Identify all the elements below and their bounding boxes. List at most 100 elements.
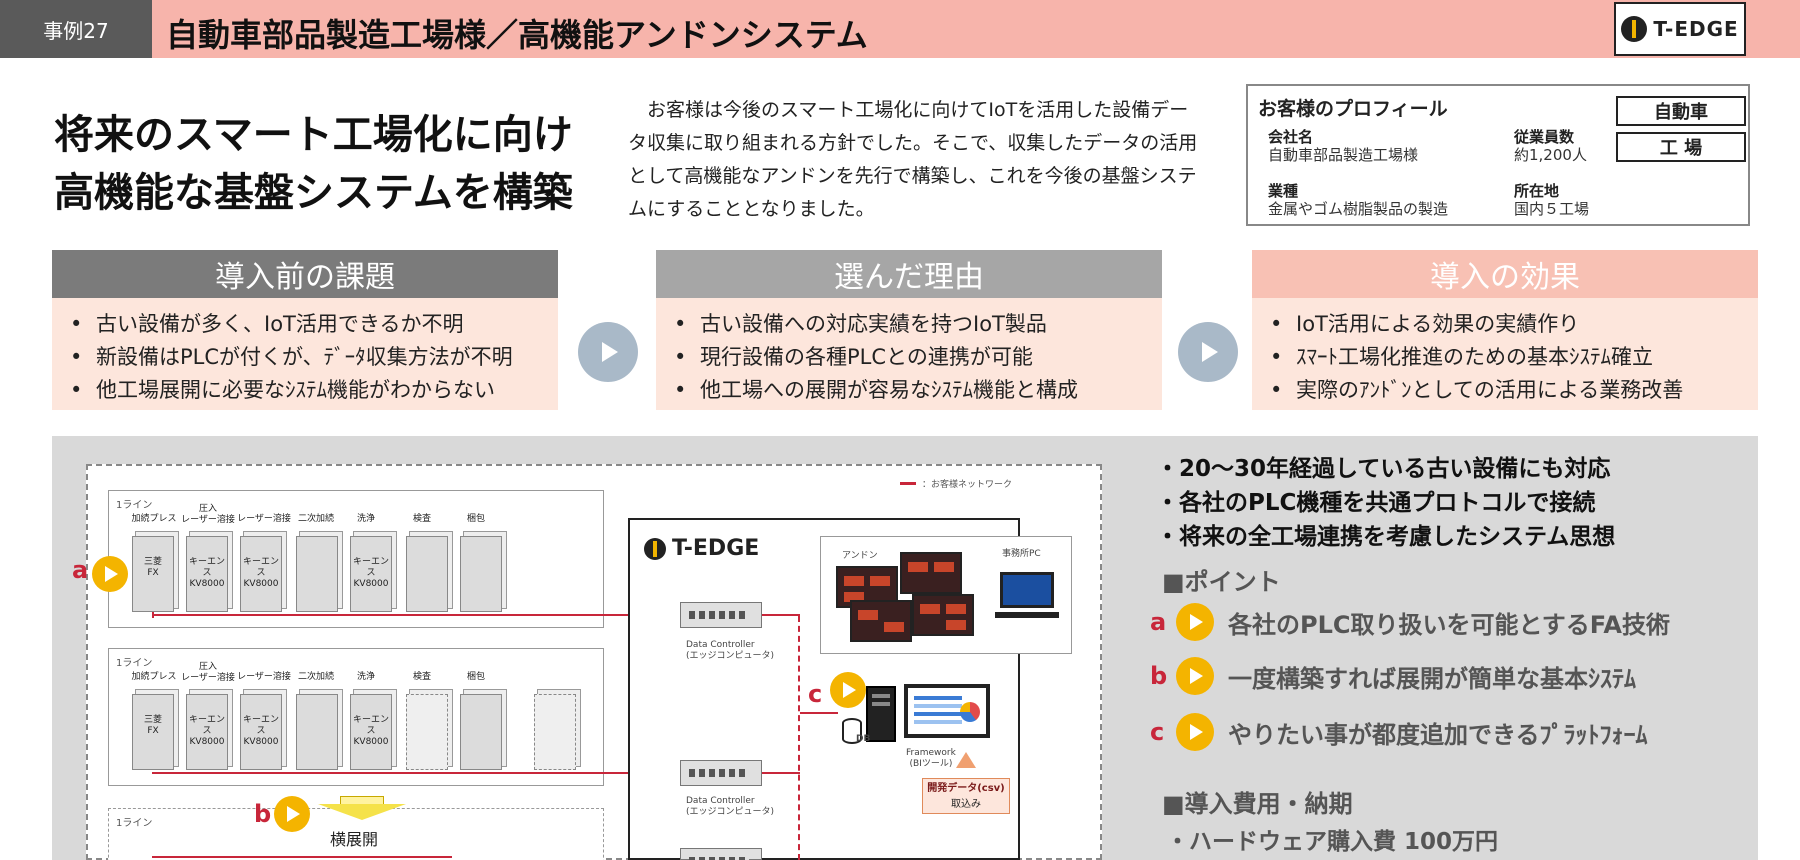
process-label: 検査: [412, 672, 431, 682]
process-label: 洗浄: [356, 514, 375, 524]
expand-label: 横展開: [330, 830, 379, 849]
process-label: 圧入 レーザー溶接: [181, 662, 235, 683]
point-text: 一度構築すれば展開が簡単な基本ｼｽﾃﾑ: [1228, 664, 1636, 693]
point-item-c: c やりたい事が都度追加できるﾌﾟﾗｯﾄﾌｫｰﾑ: [1150, 710, 1648, 754]
list-item: IoT活用による効果の実績作り: [1270, 308, 1758, 341]
process-label: 検査: [412, 514, 431, 524]
system-logo: T-EDGE: [644, 536, 759, 561]
point-text: 各社のPLC取り扱いを可能とするFA技術: [1228, 610, 1670, 639]
location-label: 所在地: [1514, 182, 1560, 200]
andon-monitor-icon: [850, 600, 912, 642]
headline: 将来のスマート工場化に向け 高機能な基盤システムを構築: [54, 106, 573, 222]
network-line: [152, 772, 672, 774]
process-label: 梱包: [466, 672, 485, 682]
employees-value: 約1,200人: [1514, 146, 1587, 164]
network-link: [762, 614, 800, 616]
andon-label: アンドン: [842, 551, 878, 561]
network-link: [798, 616, 800, 860]
before-issues-list: 古い設備が多く、IoT活用できるか不明 新設備はPLCが付くが、ﾃﾞｰﾀ収集方法…: [52, 298, 558, 410]
machine: [406, 536, 448, 612]
machine-planned: [406, 694, 448, 770]
import-arrow-icon: [956, 752, 976, 768]
framework-monitor-icon: [904, 684, 990, 738]
line-label: 1ライン: [116, 500, 153, 511]
csv-label: 開発データ(csv): [927, 783, 1005, 794]
line-label: 1ライン: [116, 658, 153, 669]
machine: [460, 694, 502, 770]
point-letter: c: [1150, 718, 1165, 746]
machine: キーエンス KV8000: [186, 694, 228, 770]
machine: 三菱 FX: [132, 536, 174, 612]
logo-mark-icon: [1621, 16, 1648, 42]
laptop-base: [995, 612, 1059, 618]
list-item: ｽﾏｰﾄ工場化推進のための基本ｼｽﾃﾑ確立: [1270, 341, 1758, 374]
list-item: 他工場展開に必要なｼｽﾃﾑ機能がわからない: [70, 374, 558, 407]
andon-monitor-icon: [900, 552, 962, 594]
badge-letter: b: [254, 800, 272, 828]
list-item: 古い設備への対応実績を持つIoT製品: [674, 308, 1162, 341]
logo-mark-icon: [644, 537, 666, 560]
company-label: 会社名: [1268, 128, 1314, 146]
dashboard-pie: [960, 702, 980, 722]
cost-heading: ■導入費用・納期: [1162, 790, 1353, 818]
csv-sub-label: 取込み: [951, 799, 981, 810]
case-number-tag: 事例27: [0, 0, 152, 58]
laptop-icon: [1000, 572, 1054, 608]
industry-tag-automotive: 自動車: [1616, 96, 1746, 126]
system-logo-text: T-EDGE: [672, 536, 760, 561]
machine: キーエンス KV8000: [240, 694, 282, 770]
play-badge-icon: [1176, 657, 1214, 695]
machine: [460, 536, 502, 612]
machine: [296, 694, 338, 770]
controller-label: Data Controller (エッジコンピュータ): [686, 796, 775, 817]
point-a-icon: [92, 556, 128, 592]
machine: 三菱 FX: [132, 694, 174, 770]
point-letter: a: [1150, 608, 1167, 636]
process-label: 梱包: [466, 514, 485, 524]
process-label: 圧入 レーザー溶接: [181, 504, 235, 525]
expand-arrow-head: [318, 804, 406, 820]
expand-arrow-icon: [318, 796, 406, 820]
badge-letter: c: [808, 680, 823, 708]
points-heading: ■ポイント: [1162, 568, 1281, 596]
process-label: 加続プレス: [131, 672, 177, 682]
machine-planned: [534, 694, 576, 770]
network-legend: ：お客様ネットワーク: [900, 477, 1012, 490]
machine: キーエンス KV8000: [350, 694, 392, 770]
machine: [296, 536, 338, 612]
data-controller: [680, 760, 762, 786]
employees-label: 従業員数: [1514, 128, 1575, 146]
list-item: 新設備はPLCが付くが、ﾃﾞｰﾀ収集方法が不明: [70, 341, 558, 374]
headline-line-1: 将来のスマート工場化に向け: [54, 112, 573, 158]
badge-letter: a: [72, 556, 89, 584]
reasons-header: 選んだ理由: [656, 250, 1162, 298]
feature-item: ・20～30年経過している古い設備にも対応: [1156, 456, 1611, 482]
next-arrow-icon: [1178, 322, 1238, 382]
customer-profile: お客様のプロフィール 会社名 自動車部品製造工場様 従業員数 約1,200人 業…: [1246, 84, 1750, 226]
play-badge-icon: [1176, 713, 1214, 751]
point-letter: b: [1150, 662, 1168, 690]
data-controller: [680, 602, 762, 628]
network-line: [152, 856, 452, 858]
page-title: 自動車部品製造工場様／高機能アンドンシステム: [166, 16, 868, 54]
legend-label: ：お客様ネットワーク: [922, 480, 1013, 490]
network-line: [152, 614, 672, 616]
location-value: 国内５工場: [1514, 200, 1590, 218]
andon-monitor-icon: [912, 594, 974, 636]
machine: キーエンス KV8000: [240, 536, 282, 612]
industry-label: 業種: [1268, 182, 1299, 200]
point-text: やりたい事が都度追加できるﾌﾟﾗｯﾄﾌｫｰﾑ: [1228, 720, 1648, 749]
network-line: [152, 612, 154, 618]
cost-line: ・ハードウェア購入費 100万円: [1166, 829, 1499, 855]
process-label: 二次加続: [297, 672, 334, 682]
profile-title: お客様のプロフィール: [1258, 98, 1448, 120]
before-issues-header: 導入前の課題: [52, 250, 558, 298]
list-item: 実際のｱﾝﾄﾞﾝとしての活用による業務改善: [1270, 374, 1758, 407]
list-item: 古い設備が多く、IoT活用できるか不明: [70, 308, 558, 341]
db-label: DB: [856, 734, 871, 744]
server-icon: [866, 686, 896, 742]
network-link: [800, 712, 838, 714]
point-c-icon: [830, 672, 866, 708]
framework-label: Framework (BIツール): [906, 748, 956, 769]
process-label: 二次加続: [297, 514, 334, 524]
